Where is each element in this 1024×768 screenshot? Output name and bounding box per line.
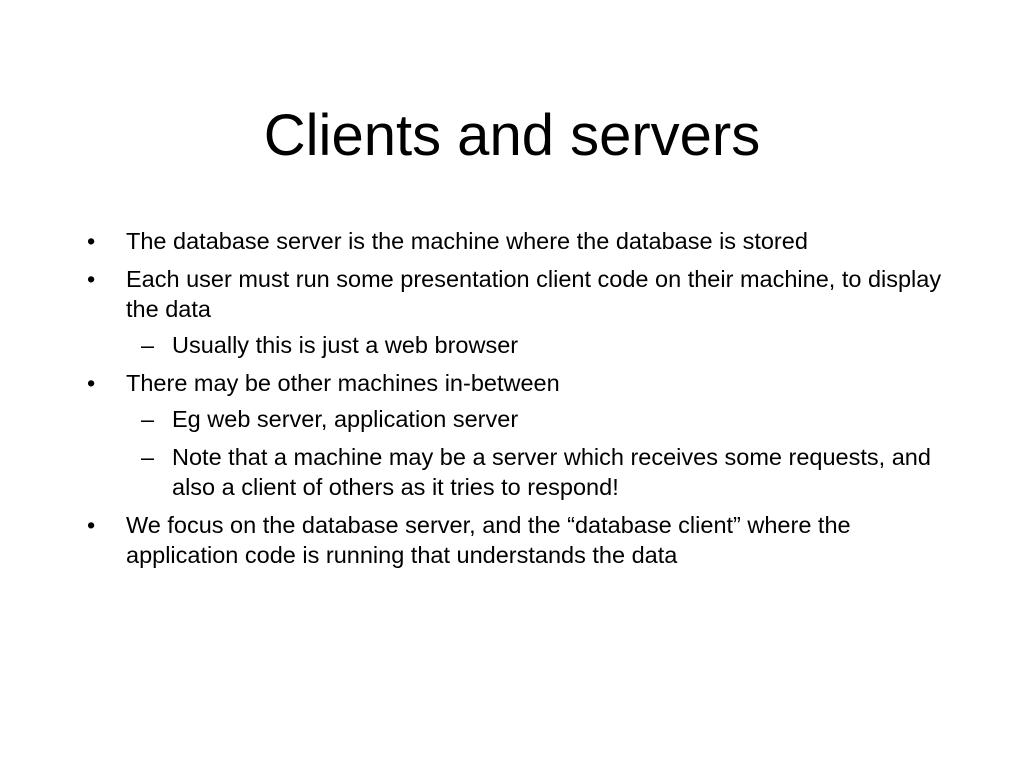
bullet-item: • Each user must run some presentation c… (80, 264, 960, 360)
sub-bullet-text: Usually this is just a web browser (172, 332, 519, 358)
slide-title: Clients and servers (263, 103, 761, 168)
bullet-marker: • (87, 512, 96, 538)
bullet-item: • We focus on the database server, and t… (80, 510, 960, 570)
bullet-marker: • (87, 370, 96, 396)
sub-bullet-item: – Usually this is just a web browser (126, 330, 960, 360)
sub-bullet-text: Note that a machine may be a server whic… (172, 444, 931, 500)
sub-bullet-marker: – (141, 406, 155, 432)
bullet-text: There may be other machines in-between (126, 370, 560, 396)
bullet-marker: • (87, 266, 96, 292)
sub-bullet-item: – Eg web server, application server (126, 404, 960, 434)
bullet-item: • There may be other machines in-between… (80, 368, 960, 502)
sub-bullet-text: Eg web server, application server (172, 406, 519, 432)
bullet-list: • The database server is the machine whe… (80, 226, 960, 578)
bullet-marker: • (87, 228, 96, 254)
sub-bullet-list: – Usually this is just a web browser (126, 330, 960, 360)
bullet-item: • The database server is the machine whe… (80, 226, 960, 256)
bullet-text: We focus on the database server, and the… (126, 512, 851, 568)
bullet-text: The database server is the machine where… (126, 228, 808, 254)
bullet-text: Each user must run some presentation cli… (126, 266, 942, 322)
sub-bullet-marker: – (141, 332, 155, 358)
sub-bullet-list: – Eg web server, application server – No… (126, 404, 960, 502)
sub-bullet-item: – Note that a machine may be a server wh… (126, 442, 960, 502)
sub-bullet-marker: – (141, 444, 155, 470)
